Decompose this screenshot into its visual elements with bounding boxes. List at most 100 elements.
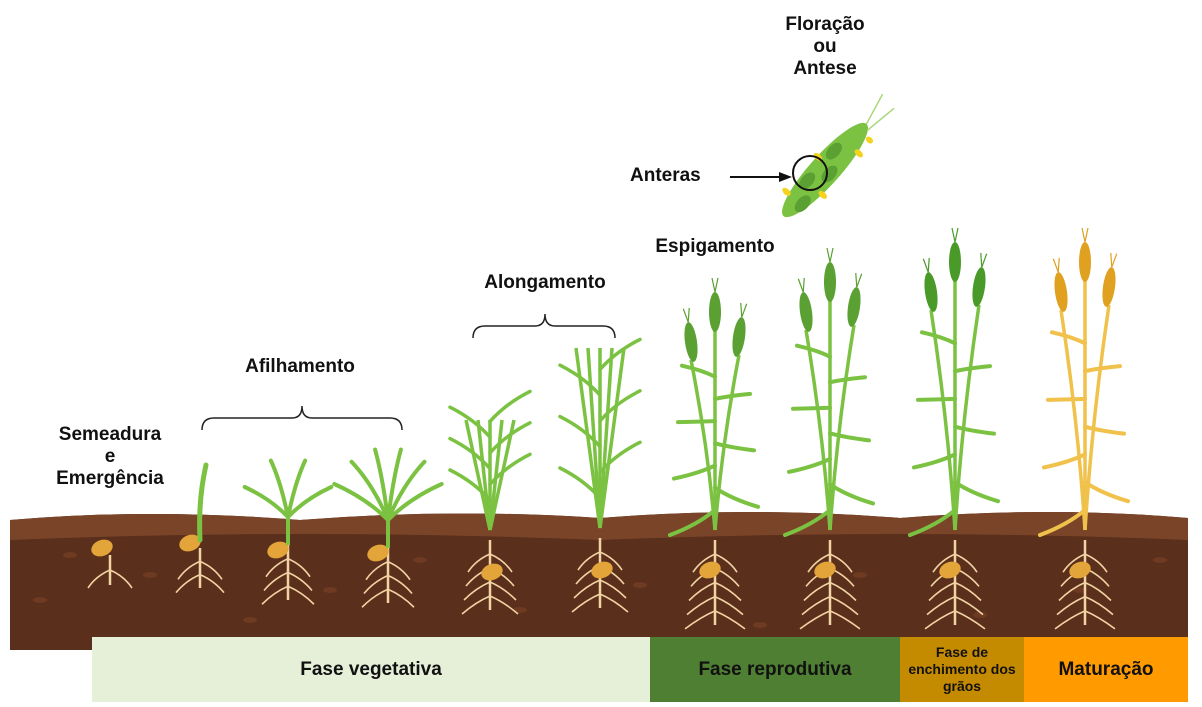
- leaf: [1085, 366, 1120, 371]
- phase-enchimento-label: Fase de enchimento dos grãos: [900, 644, 1024, 695]
- stem: [1085, 305, 1109, 530]
- ear-awn: [1085, 228, 1088, 242]
- ear-body: [845, 286, 862, 327]
- afilhamento-bracket: [202, 406, 402, 430]
- leaf: [490, 391, 530, 421]
- ear-body: [949, 242, 961, 282]
- ear-awn: [830, 248, 833, 262]
- leaf: [955, 366, 990, 371]
- ear-body: [970, 266, 987, 307]
- ear-body: [797, 291, 814, 332]
- leaf: [715, 488, 758, 507]
- ear-awn: [1053, 258, 1058, 272]
- ear-body: [1052, 271, 1069, 312]
- wheat-ear: [949, 228, 961, 282]
- ear-awn: [1112, 253, 1117, 267]
- wheat-ear: [1100, 252, 1119, 307]
- soil-pebble: [33, 597, 47, 603]
- ear-awn: [742, 303, 747, 317]
- semeadura-line-2: e: [40, 446, 180, 468]
- phase-reprodutiva-label: Fase reprodutiva: [698, 659, 851, 681]
- afilhamento-label: Afilhamento: [220, 356, 380, 378]
- leaf: [830, 433, 869, 440]
- leaf: [830, 484, 873, 503]
- ear-detail: [769, 87, 903, 230]
- leaf: [918, 399, 955, 400]
- stem: [691, 360, 715, 530]
- soil-pebble: [63, 552, 77, 558]
- ear-body: [682, 321, 699, 362]
- leaf: [830, 377, 865, 382]
- semeadura-line-3: Emergência: [40, 468, 180, 490]
- soil-pebble: [243, 617, 257, 623]
- alongamento-label: Alongamento: [460, 272, 630, 294]
- ear-body: [922, 271, 939, 312]
- stem: [830, 325, 854, 530]
- stem: [600, 348, 612, 528]
- wheat-ear: [824, 248, 836, 302]
- anteras-arrowhead: [779, 172, 792, 182]
- soil-pebble: [853, 572, 867, 578]
- wheat-ear: [730, 302, 749, 357]
- floracao-line-3: Antese: [760, 58, 890, 80]
- ear-body: [709, 292, 721, 332]
- wheat-ear: [970, 252, 989, 307]
- wheat-ear: [1050, 257, 1069, 312]
- leaf: [955, 482, 998, 501]
- leaf: [1085, 482, 1128, 501]
- leaf: [1048, 399, 1085, 400]
- floracao-line-1: Floração: [760, 14, 890, 36]
- alongamento-bracket: [473, 314, 615, 338]
- wheat-ear: [920, 257, 939, 312]
- floracao-label: Floração ou Antese: [760, 14, 890, 80]
- leaf: [797, 346, 830, 357]
- soil-pebble: [143, 572, 157, 578]
- ear-body: [824, 262, 836, 302]
- ear-awn: [798, 278, 803, 292]
- leaf: [793, 408, 830, 409]
- ear-awn: [827, 248, 830, 262]
- wheat-ear: [795, 277, 814, 332]
- leaf: [715, 443, 754, 450]
- soil-pebble: [323, 587, 337, 593]
- phase-vegetativa-label: Fase vegetativa: [300, 659, 442, 681]
- soil-pebble: [753, 622, 767, 628]
- ear-awn: [712, 278, 715, 292]
- anteras-label: Anteras: [630, 165, 730, 187]
- ear-awn: [955, 228, 958, 242]
- stem: [600, 348, 624, 528]
- leaf: [922, 332, 955, 343]
- semeadura-line-1: Semeadura: [40, 424, 180, 446]
- ear-body: [730, 316, 747, 357]
- leaf: [678, 421, 715, 422]
- ear-body: [1100, 266, 1117, 307]
- leaf: [682, 366, 715, 377]
- floracao-line-2: ou: [760, 36, 890, 58]
- ear-awn: [952, 228, 955, 242]
- phase-vegetativa: Fase vegetativa: [92, 637, 650, 702]
- soil-pebble: [633, 582, 647, 588]
- ear-awn: [715, 278, 718, 292]
- ear-body: [1079, 242, 1091, 282]
- stem: [806, 330, 830, 530]
- ear-awn: [857, 273, 862, 287]
- ear-awn: [982, 253, 987, 267]
- soil-pebble: [1153, 557, 1167, 563]
- wheat-ear: [709, 278, 721, 332]
- soil-pebble: [413, 557, 427, 563]
- phase-maturacao-label: Maturação: [1058, 659, 1153, 681]
- wheat-ear: [845, 272, 864, 327]
- phase-enchimento: Fase de enchimento dos grãos: [900, 637, 1024, 702]
- leaf: [1052, 332, 1085, 343]
- wheat-ear: [680, 307, 699, 362]
- leaf: [1085, 427, 1124, 434]
- ear-awn: [683, 308, 688, 322]
- ear-awn: [923, 258, 928, 272]
- stem: [955, 305, 979, 530]
- semeadura-label: Semeadura e Emergência: [40, 424, 180, 490]
- wheat-ear: [1079, 228, 1091, 282]
- leaf: [955, 427, 994, 434]
- ear-awn: [1082, 228, 1085, 242]
